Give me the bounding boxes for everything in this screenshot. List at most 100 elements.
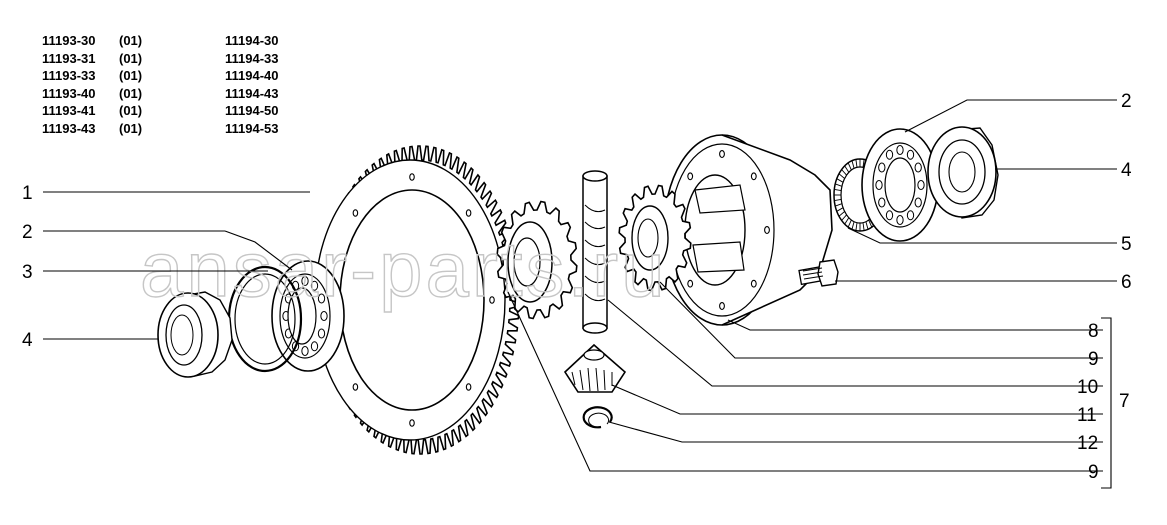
callout-11: 11 <box>1077 405 1097 426</box>
model-code: 11194-50 <box>225 103 279 119</box>
callout-10: 10 <box>1077 377 1098 398</box>
watermark: ansar-parts.ru <box>140 225 668 313</box>
hole <box>352 383 359 391</box>
pinion-shaft <box>582 170 608 334</box>
callout-5: 5 <box>1121 234 1132 255</box>
gear-tooth <box>838 173 845 179</box>
model-code: 11193-40 <box>42 85 96 101</box>
gear-tooth <box>835 183 843 187</box>
differential-housing <box>663 134 833 326</box>
model-code: 11194-53 <box>225 120 279 136</box>
hole <box>687 172 694 181</box>
hole <box>885 210 894 221</box>
hole <box>917 180 925 190</box>
model-variant: (01) <box>119 33 143 48</box>
hole <box>317 293 326 304</box>
model-code: 11194-40 <box>225 68 279 84</box>
callout-9-lower: 9 <box>1088 462 1099 483</box>
gear-tooth <box>835 203 843 207</box>
hole <box>885 149 894 160</box>
hole <box>750 172 757 181</box>
hole <box>878 197 886 208</box>
model-variant: (01) <box>119 120 143 136</box>
callout-4-right: 4 <box>1121 160 1132 181</box>
left-seal <box>157 291 233 378</box>
hole <box>914 162 922 173</box>
hole <box>320 311 328 321</box>
model-code: 11193-30 <box>42 33 96 48</box>
side-gear-right <box>618 184 692 292</box>
gear-tooth <box>844 217 850 225</box>
gear-tooth <box>844 165 850 173</box>
hole <box>764 226 770 234</box>
callout-8: 8 <box>1088 321 1099 342</box>
gear-tooth <box>851 160 855 169</box>
model-code: 11193-43 <box>42 120 96 136</box>
hole <box>310 280 319 291</box>
callout-9-upper: 9 <box>1088 349 1099 370</box>
model-variant: (01) <box>119 68 143 84</box>
callout-2-right: 2 <box>1121 91 1132 112</box>
hole <box>352 209 359 217</box>
model-variant: (01) <box>119 50 143 66</box>
model-code: 11194-43 <box>225 85 279 101</box>
callout-2-left: 2 <box>22 222 33 243</box>
hole <box>896 145 904 155</box>
callout-3: 3 <box>22 262 33 283</box>
gear-tooth <box>865 221 869 230</box>
hole <box>409 419 415 427</box>
right-seal <box>927 126 999 219</box>
hole <box>489 296 495 304</box>
bolt <box>798 259 839 287</box>
callouts: 1 2 3 4 2 4 5 6 8 9 10 11 12 9 7 <box>22 91 1132 483</box>
gear-tooth <box>841 214 847 221</box>
gear-tooth <box>836 207 844 212</box>
hole <box>687 279 694 288</box>
hole <box>906 149 915 160</box>
hole <box>465 383 472 391</box>
gear-tooth <box>862 222 865 231</box>
hole <box>317 328 326 339</box>
hole <box>878 162 886 173</box>
callout-6: 6 <box>1121 272 1132 293</box>
hole <box>719 150 725 158</box>
hole <box>409 173 415 181</box>
hole <box>906 210 915 221</box>
hole <box>914 197 922 208</box>
pinion-gear <box>563 343 627 393</box>
side-gear-left <box>496 200 578 320</box>
gear-tooth <box>855 222 858 231</box>
gear-tooth <box>847 162 852 171</box>
callout-12: 12 <box>1077 433 1098 454</box>
leader-lines <box>43 99 1117 489</box>
gear-tooth <box>838 211 845 217</box>
gear-tooth <box>847 219 852 228</box>
hole <box>310 341 319 352</box>
hole <box>750 279 757 288</box>
gear-tooth <box>855 159 858 168</box>
gear-tooth <box>841 169 847 176</box>
hole <box>875 180 883 190</box>
callout-1: 1 <box>22 183 33 204</box>
gear-tooth <box>862 159 865 168</box>
hole <box>301 276 309 286</box>
gear-tooth <box>834 188 842 192</box>
hole <box>465 209 472 217</box>
model-variant: (01) <box>119 103 143 119</box>
model-code: 11193-31 <box>42 50 96 66</box>
hole <box>719 302 725 310</box>
gear-tooth <box>834 198 842 202</box>
model-code: 11193-41 <box>42 103 96 119</box>
hole <box>896 215 904 225</box>
gear-tooth <box>868 219 873 228</box>
hole <box>301 346 309 356</box>
gear-tooth <box>851 221 855 230</box>
model-code: 11194-30 <box>225 33 279 48</box>
gear-tooth <box>836 178 844 183</box>
circlip <box>582 406 613 429</box>
model-variant: (01) <box>119 85 143 101</box>
callout-7: 7 <box>1119 391 1130 412</box>
right-bearing <box>861 128 939 242</box>
